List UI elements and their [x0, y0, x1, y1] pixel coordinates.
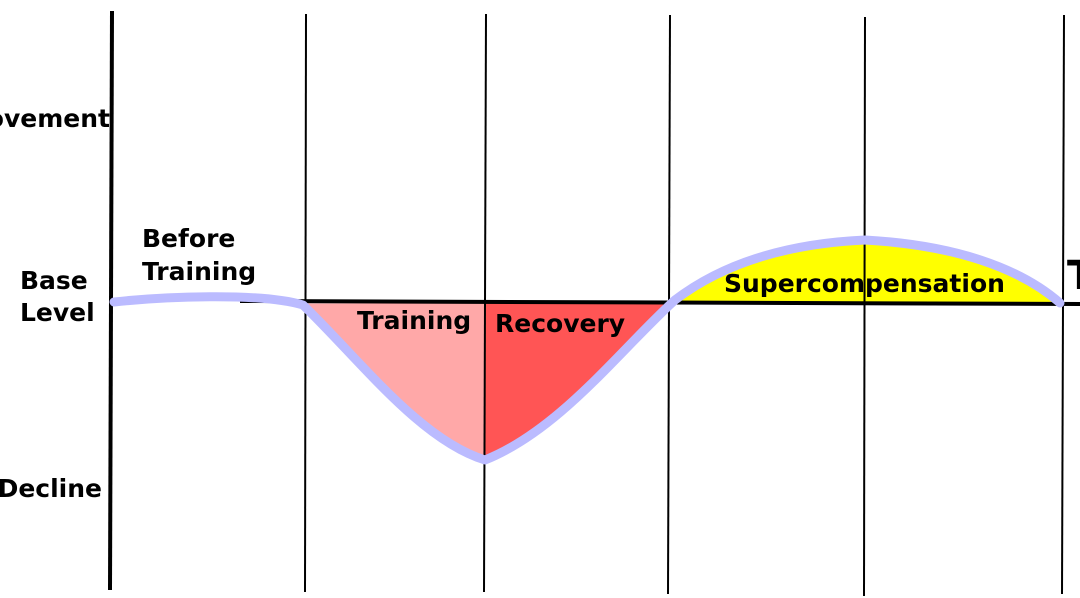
time-axis-label: Time [1067, 253, 1080, 299]
before-training-label-line1: Before [142, 224, 235, 253]
y-label-base-line1: Base [20, 266, 88, 295]
supercompensation-label: Supercompensation [724, 269, 1005, 298]
base-level-line [239, 299, 1080, 306]
before-training-label-line2: Training [142, 257, 256, 286]
y-label-decline: Decline [0, 474, 102, 503]
y-label-base-line2: Level [20, 298, 95, 327]
training-label: Training [357, 306, 471, 335]
y-label-improvement: Improvement [0, 104, 110, 133]
recovery-label: Recovery [495, 309, 625, 338]
phase-divider-4 [863, 16, 866, 597]
performance-curve [109, 235, 1065, 465]
